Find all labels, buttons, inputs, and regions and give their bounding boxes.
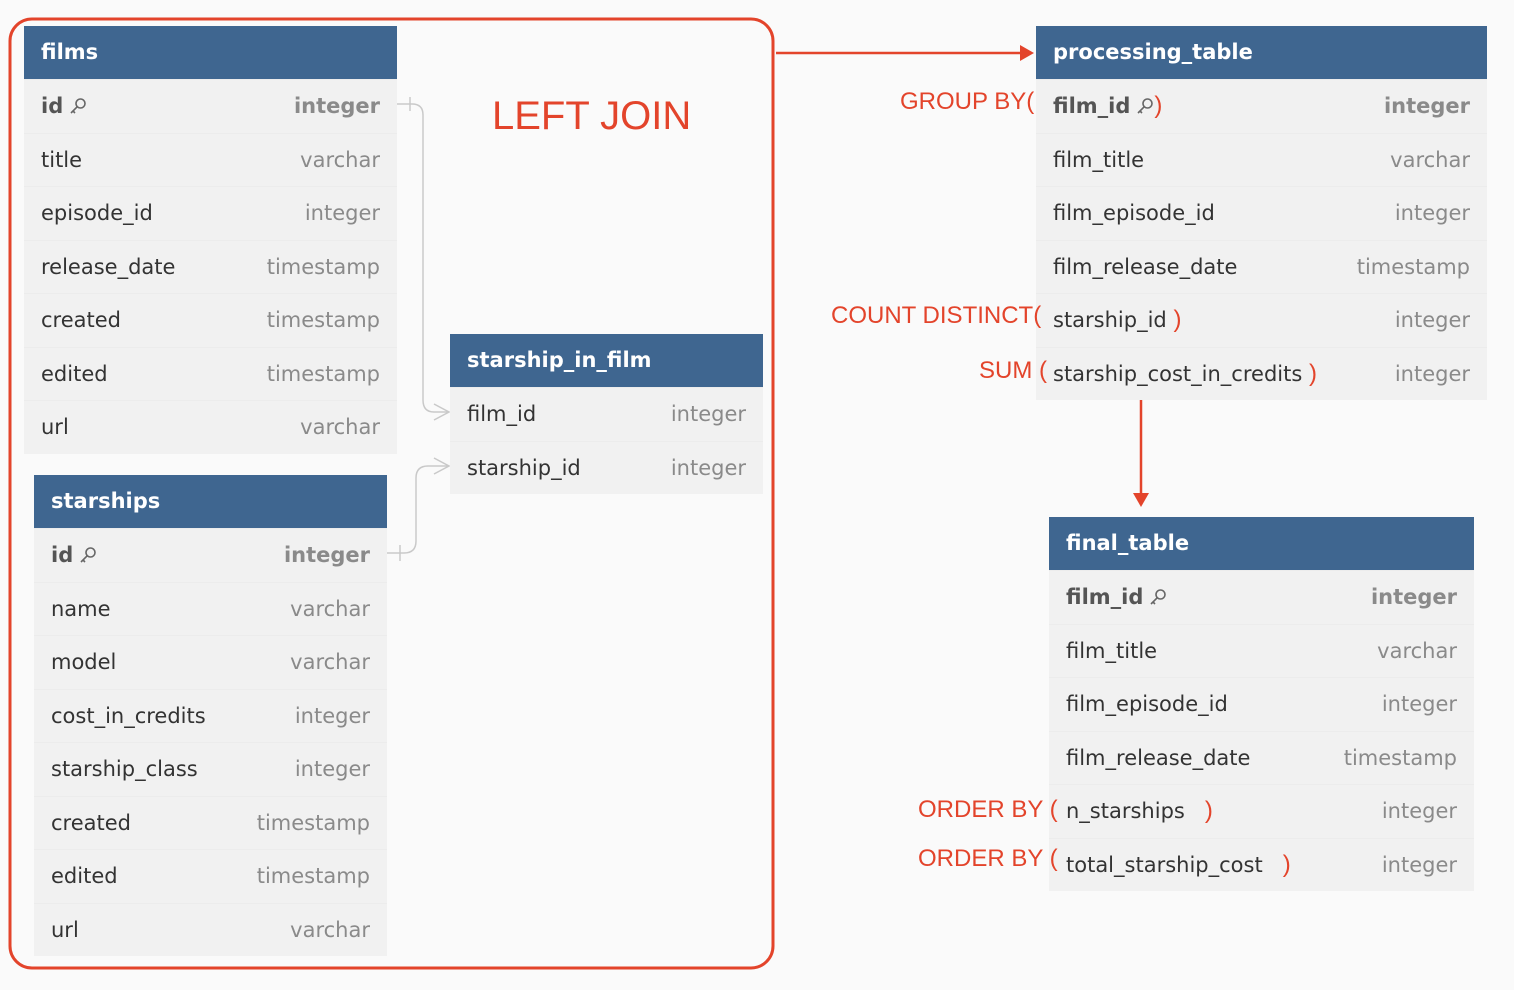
count-distinct-annotation: COUNT DISTINCT( — [831, 302, 1042, 329]
left-join-frame — [8, 17, 775, 970]
count-distinct-close-paren: ) — [1173, 306, 1182, 334]
order-by-total-cost-annotation: ORDER BY ( — [918, 845, 1058, 872]
table-header[interactable]: processing_table — [1036, 26, 1487, 79]
table-row[interactable]: starship_cost_in_credits )integer — [1036, 346, 1487, 401]
table-row[interactable]: starship_id )integer — [1036, 293, 1487, 347]
table-header[interactable]: starship_in_film — [450, 334, 763, 387]
key-icon — [1150, 589, 1167, 605]
sum-annotation: SUM ( — [979, 357, 1047, 384]
table-processing-table[interactable]: processing_table film_id)integer film_ti… — [1036, 26, 1487, 400]
table-header[interactable]: starships — [34, 475, 387, 528]
key-icon — [70, 98, 87, 114]
relation-starships-starship-in-film — [387, 465, 449, 554]
table-row[interactable]: total_starship_cost )integer — [1049, 837, 1474, 892]
table-row[interactable]: film_id)integer — [1036, 79, 1487, 133]
order-by-1-close-paren: ) — [1204, 797, 1213, 825]
table-header[interactable]: final_table — [1049, 517, 1474, 570]
group-by-annotation: GROUP BY( — [900, 88, 1035, 115]
order-by-n-starships-annotation: ORDER BY ( — [918, 796, 1058, 823]
relation-films-starship-in-film — [397, 103, 449, 413]
key-icon — [80, 547, 97, 563]
left-join-label: LEFT JOIN — [492, 94, 692, 138]
order-by-2-close-paren: ) — [1282, 850, 1291, 878]
table-header[interactable]: films — [24, 26, 397, 79]
sum-close-paren: ) — [1308, 359, 1317, 387]
group-by-close-paren: ) — [1154, 92, 1163, 120]
key-icon — [1137, 98, 1154, 114]
table-row[interactable]: n_starships )integer — [1049, 784, 1474, 838]
